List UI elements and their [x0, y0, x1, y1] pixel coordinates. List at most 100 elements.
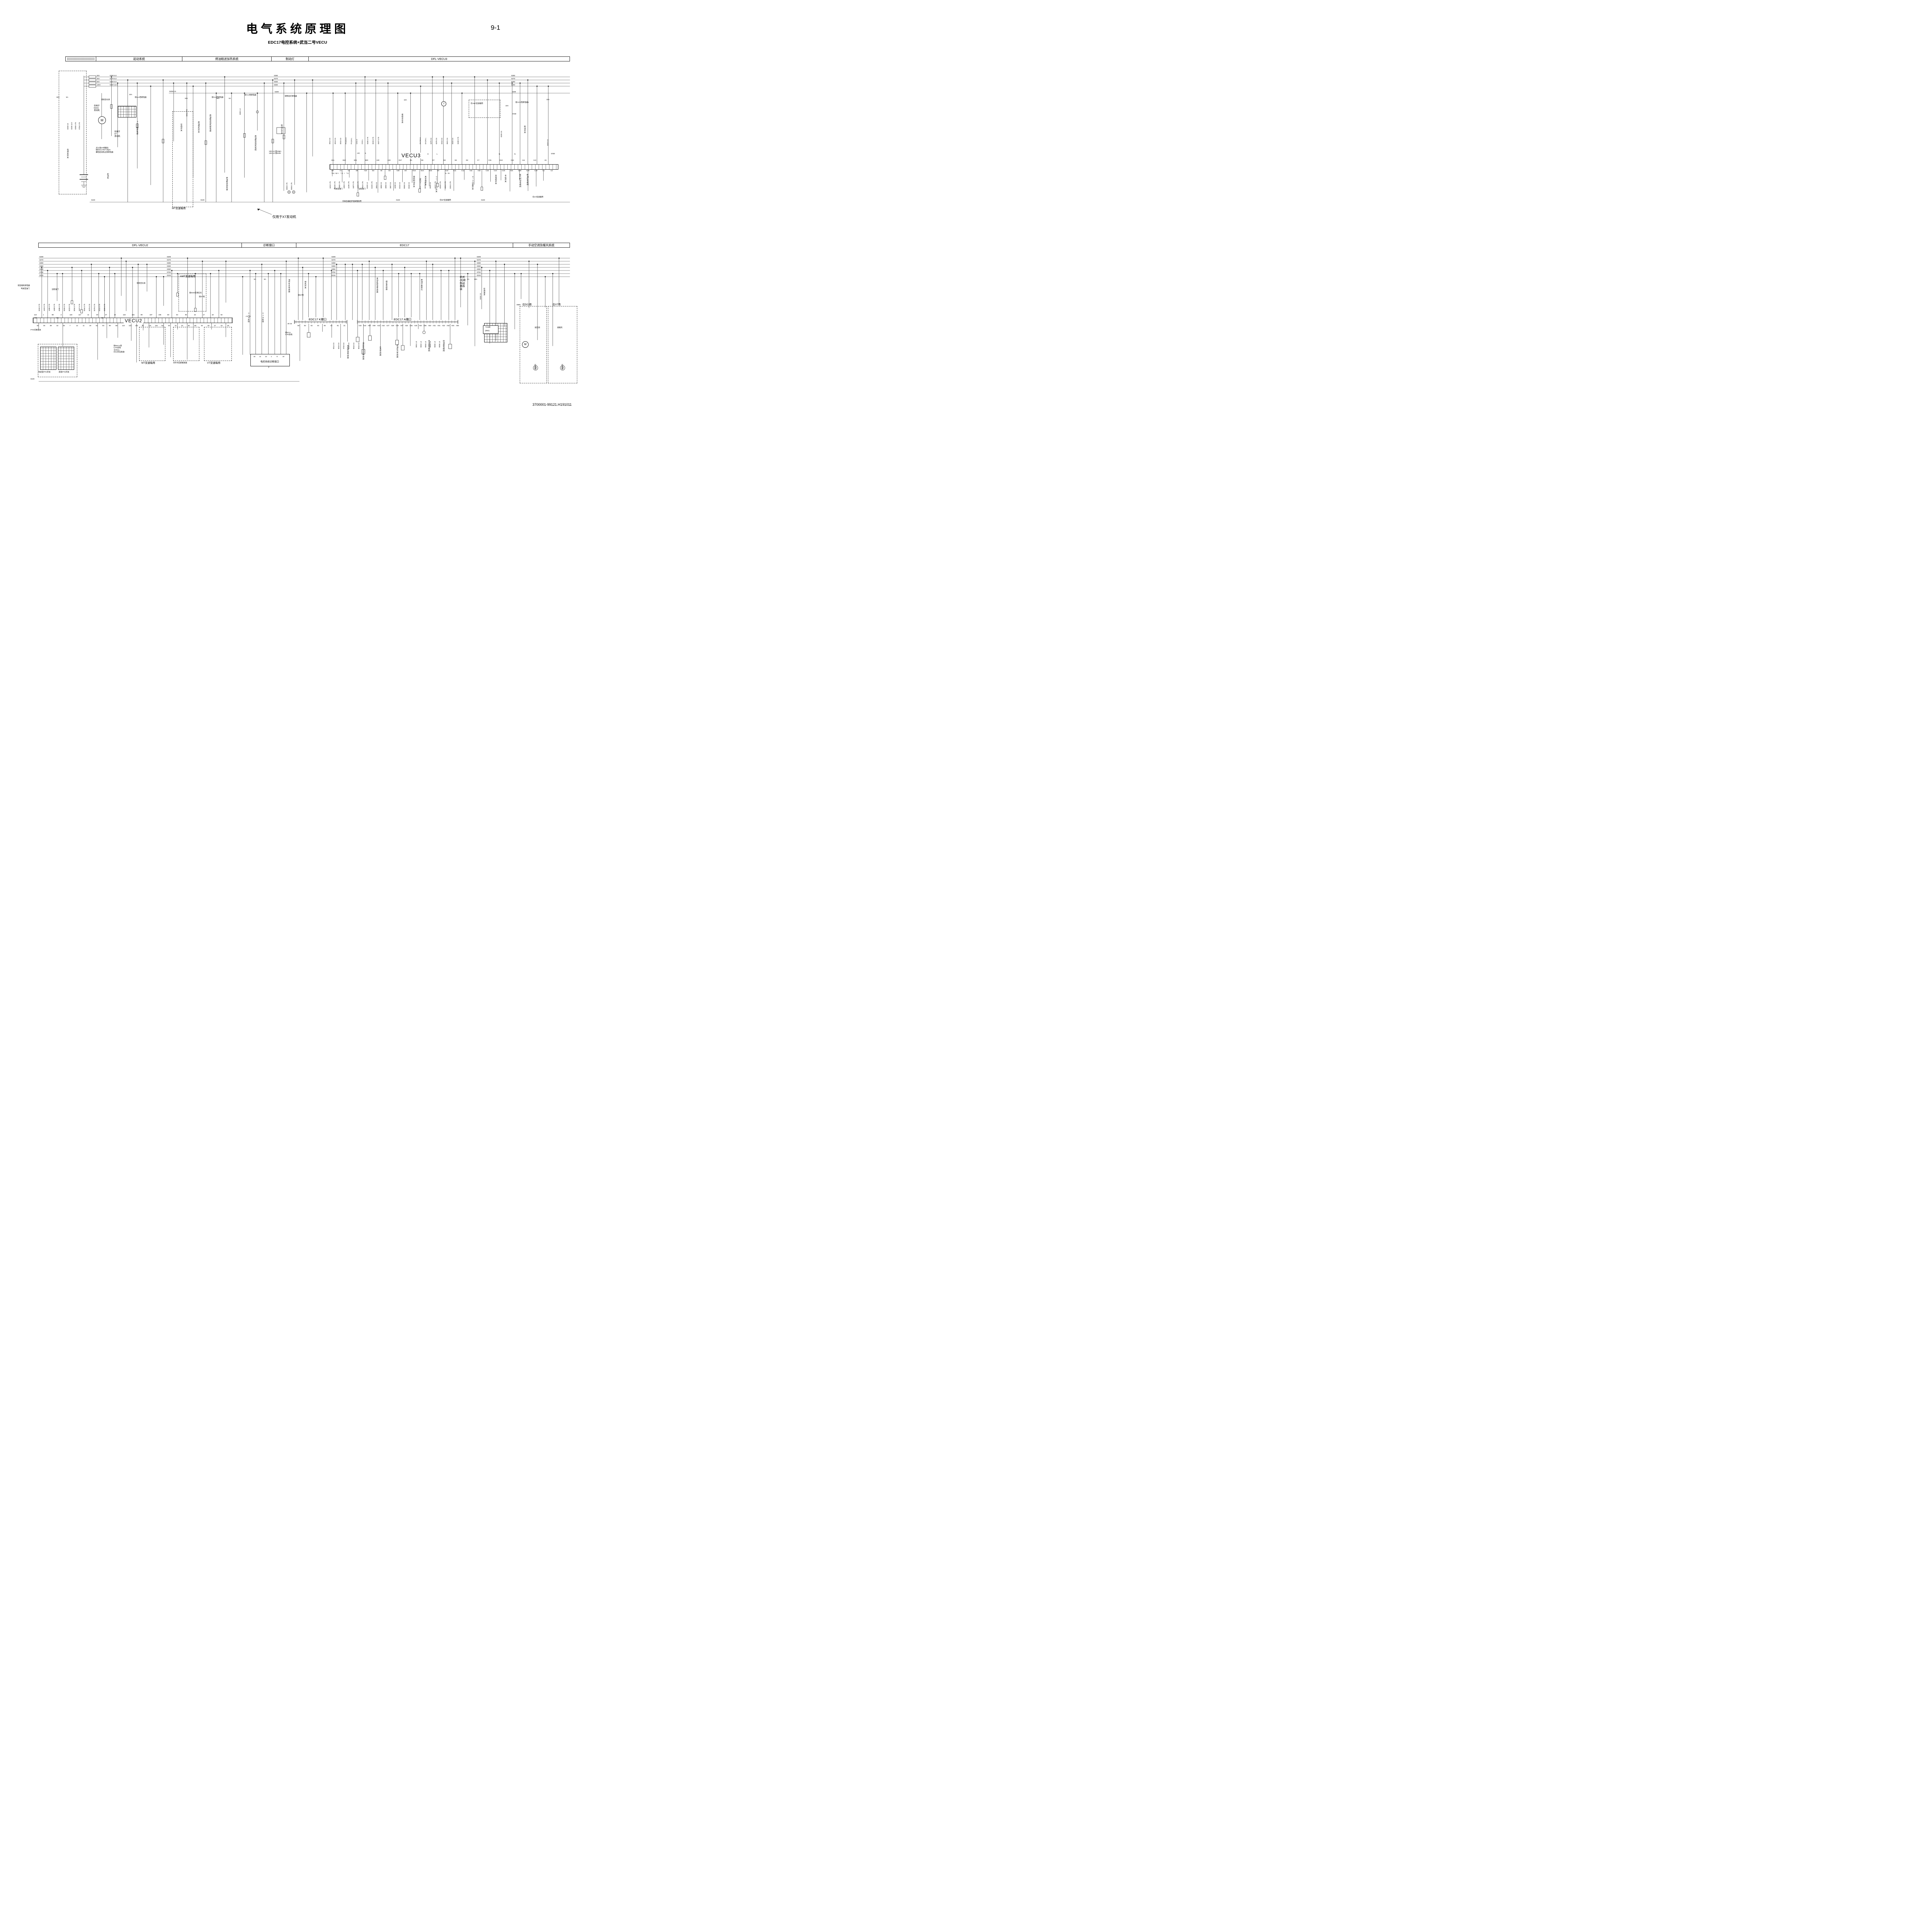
wire-label: 0005 0.75 [63, 304, 65, 311]
wire-label: 0250 12.0 [110, 84, 118, 86]
pin-label: 107 [150, 314, 153, 316]
annotation: 10A [404, 99, 407, 101]
annotation: H [427, 153, 429, 155]
annotation: 接空调 [535, 327, 540, 328]
pin-label: A30 [376, 159, 379, 161]
annotation: 喷油器电磁阀 [443, 340, 445, 352]
wire-label: 0331 0.75 [449, 181, 451, 189]
wire-label: 0215 [39, 274, 44, 276]
wire-label: 0601 0.5 [446, 138, 448, 145]
pin-label: 93 [162, 325, 163, 327]
tva-valve-box [483, 325, 498, 334]
section-fuel-filter-heating: 燃油粗滤加热系统 [182, 56, 272, 61]
pin-label: 99 [141, 314, 143, 316]
pin-label: A44 [363, 325, 366, 327]
wire-label: 0215 0.5 [440, 138, 443, 145]
pin-label: 46 [43, 325, 45, 327]
annotation: 燃油预热开关 [198, 121, 200, 133]
pto-switch-box [38, 344, 77, 377]
wire-label: 0250 [274, 84, 278, 86]
annotation: 0505 0.75 [286, 182, 288, 190]
annotation: 10A [505, 105, 509, 107]
wire-label: 1484 0.75 [343, 181, 345, 189]
pin-label: 45 [227, 325, 229, 327]
pin-label: 1 [43, 314, 44, 316]
wire-label: 1866 0.5 [384, 182, 387, 189]
pin-label: A63 [428, 325, 431, 327]
page-number: 9-1 [491, 24, 500, 31]
pin-label: A02 [447, 325, 450, 327]
header-note-box [65, 56, 96, 61]
annotation: CAN总线 [248, 312, 250, 323]
pin-label: B4 [455, 159, 457, 161]
annotation: 0209 2.5 [169, 90, 176, 92]
pin-label: 43 [330, 325, 332, 327]
annotation: 燃油粗滤加热器 [226, 177, 228, 191]
annotation: S1 [56, 317, 59, 319]
pin-label: A33 [388, 159, 391, 161]
pin-label: 42 [56, 325, 58, 327]
annotation: ACC档继电器 [136, 121, 139, 135]
wire-label: 0230 12.0 [70, 122, 73, 130]
pin-label: A27 [386, 325, 389, 327]
annotation: 空挡开关 [180, 124, 183, 131]
wire-label: 0215 0.75 [98, 304, 100, 311]
section-dfl-vecu2: DFL-VECU2 [38, 243, 242, 248]
wire-label: 0270 [39, 259, 44, 261]
annotation: 仅MT变速箱用 [440, 199, 451, 201]
pin-label: 25 [168, 325, 170, 327]
annotation: 水温传感器 [379, 346, 382, 356]
wire-label: 4031 0.75 [444, 181, 446, 189]
pin-label: A11 [522, 159, 525, 161]
pin-label: 1 [271, 356, 272, 357]
wire-label: 0209 [167, 256, 171, 258]
wire-label: 0290 [332, 262, 336, 264]
wire-label: P-CAN H [345, 137, 347, 145]
pin-label: B31 [354, 159, 357, 161]
wire-label: 0023 0.75 [68, 304, 70, 311]
doc-number: 3700001-99121.H191011 [532, 403, 572, 407]
pin-label: C15 [502, 170, 505, 172]
annotation: 0211 0.75 [185, 109, 188, 117]
pin-label: 16 [194, 314, 196, 316]
annotation: 燃油计量单元 [421, 279, 423, 291]
pin-label: A07 [400, 325, 403, 327]
pin-label: D7 [432, 159, 435, 161]
pin-label: 36 [142, 325, 144, 327]
pin-label: C2 [551, 170, 553, 172]
wire-label: 0702 [39, 271, 44, 273]
wire-label: 0079 0.75 [93, 304, 95, 311]
wire-label: 0215 0.5 [398, 182, 401, 189]
wire-label: 0013 0.5 [334, 138, 336, 145]
annotation: 底盘PTO开关 [59, 371, 70, 373]
wire-label: 0260 [477, 265, 481, 267]
annotation: 起动机 [107, 173, 109, 179]
annotation: 5A [229, 97, 231, 99]
annotation: 0320 0.5 [500, 131, 502, 138]
annotation: 喷油器电磁阀 [428, 340, 430, 352]
pin-label: A31 [433, 325, 436, 327]
wire-label: 0260 [167, 265, 171, 267]
wire-label: 1404 0.75 [329, 181, 331, 189]
annotation: 离合器开关 [425, 176, 427, 185]
wire-label: 0075 0.75 [88, 304, 90, 311]
vecu3-connector [330, 164, 558, 170]
wire-label: 0290 [274, 75, 278, 77]
section-edc17: EDC17 [296, 243, 513, 248]
pin-label: 12 [76, 325, 78, 327]
annotation: 30A [56, 96, 60, 98]
annotation: 驾驶室油门 [334, 188, 343, 190]
pin-label: C1 [543, 170, 545, 172]
pin-label: 115 [155, 325, 158, 327]
dci-only-box [520, 306, 547, 383]
pin-label: 06 [324, 325, 326, 327]
annotation: 仅用于 Dci11 发动机 [94, 105, 100, 112]
annotation: 10A [129, 94, 133, 95]
wire-label: 0209 0.75 [103, 304, 105, 311]
pin-label: A29 [396, 325, 399, 327]
wire-label: 9053 1.0 [424, 341, 427, 348]
annotation: 电源总开关 [67, 149, 69, 158]
annotation: 仅用于X7发动机 [272, 215, 296, 219]
wire-label: 0260 8.0 [110, 81, 117, 83]
wire-label: 0702 0.5 [342, 342, 345, 349]
